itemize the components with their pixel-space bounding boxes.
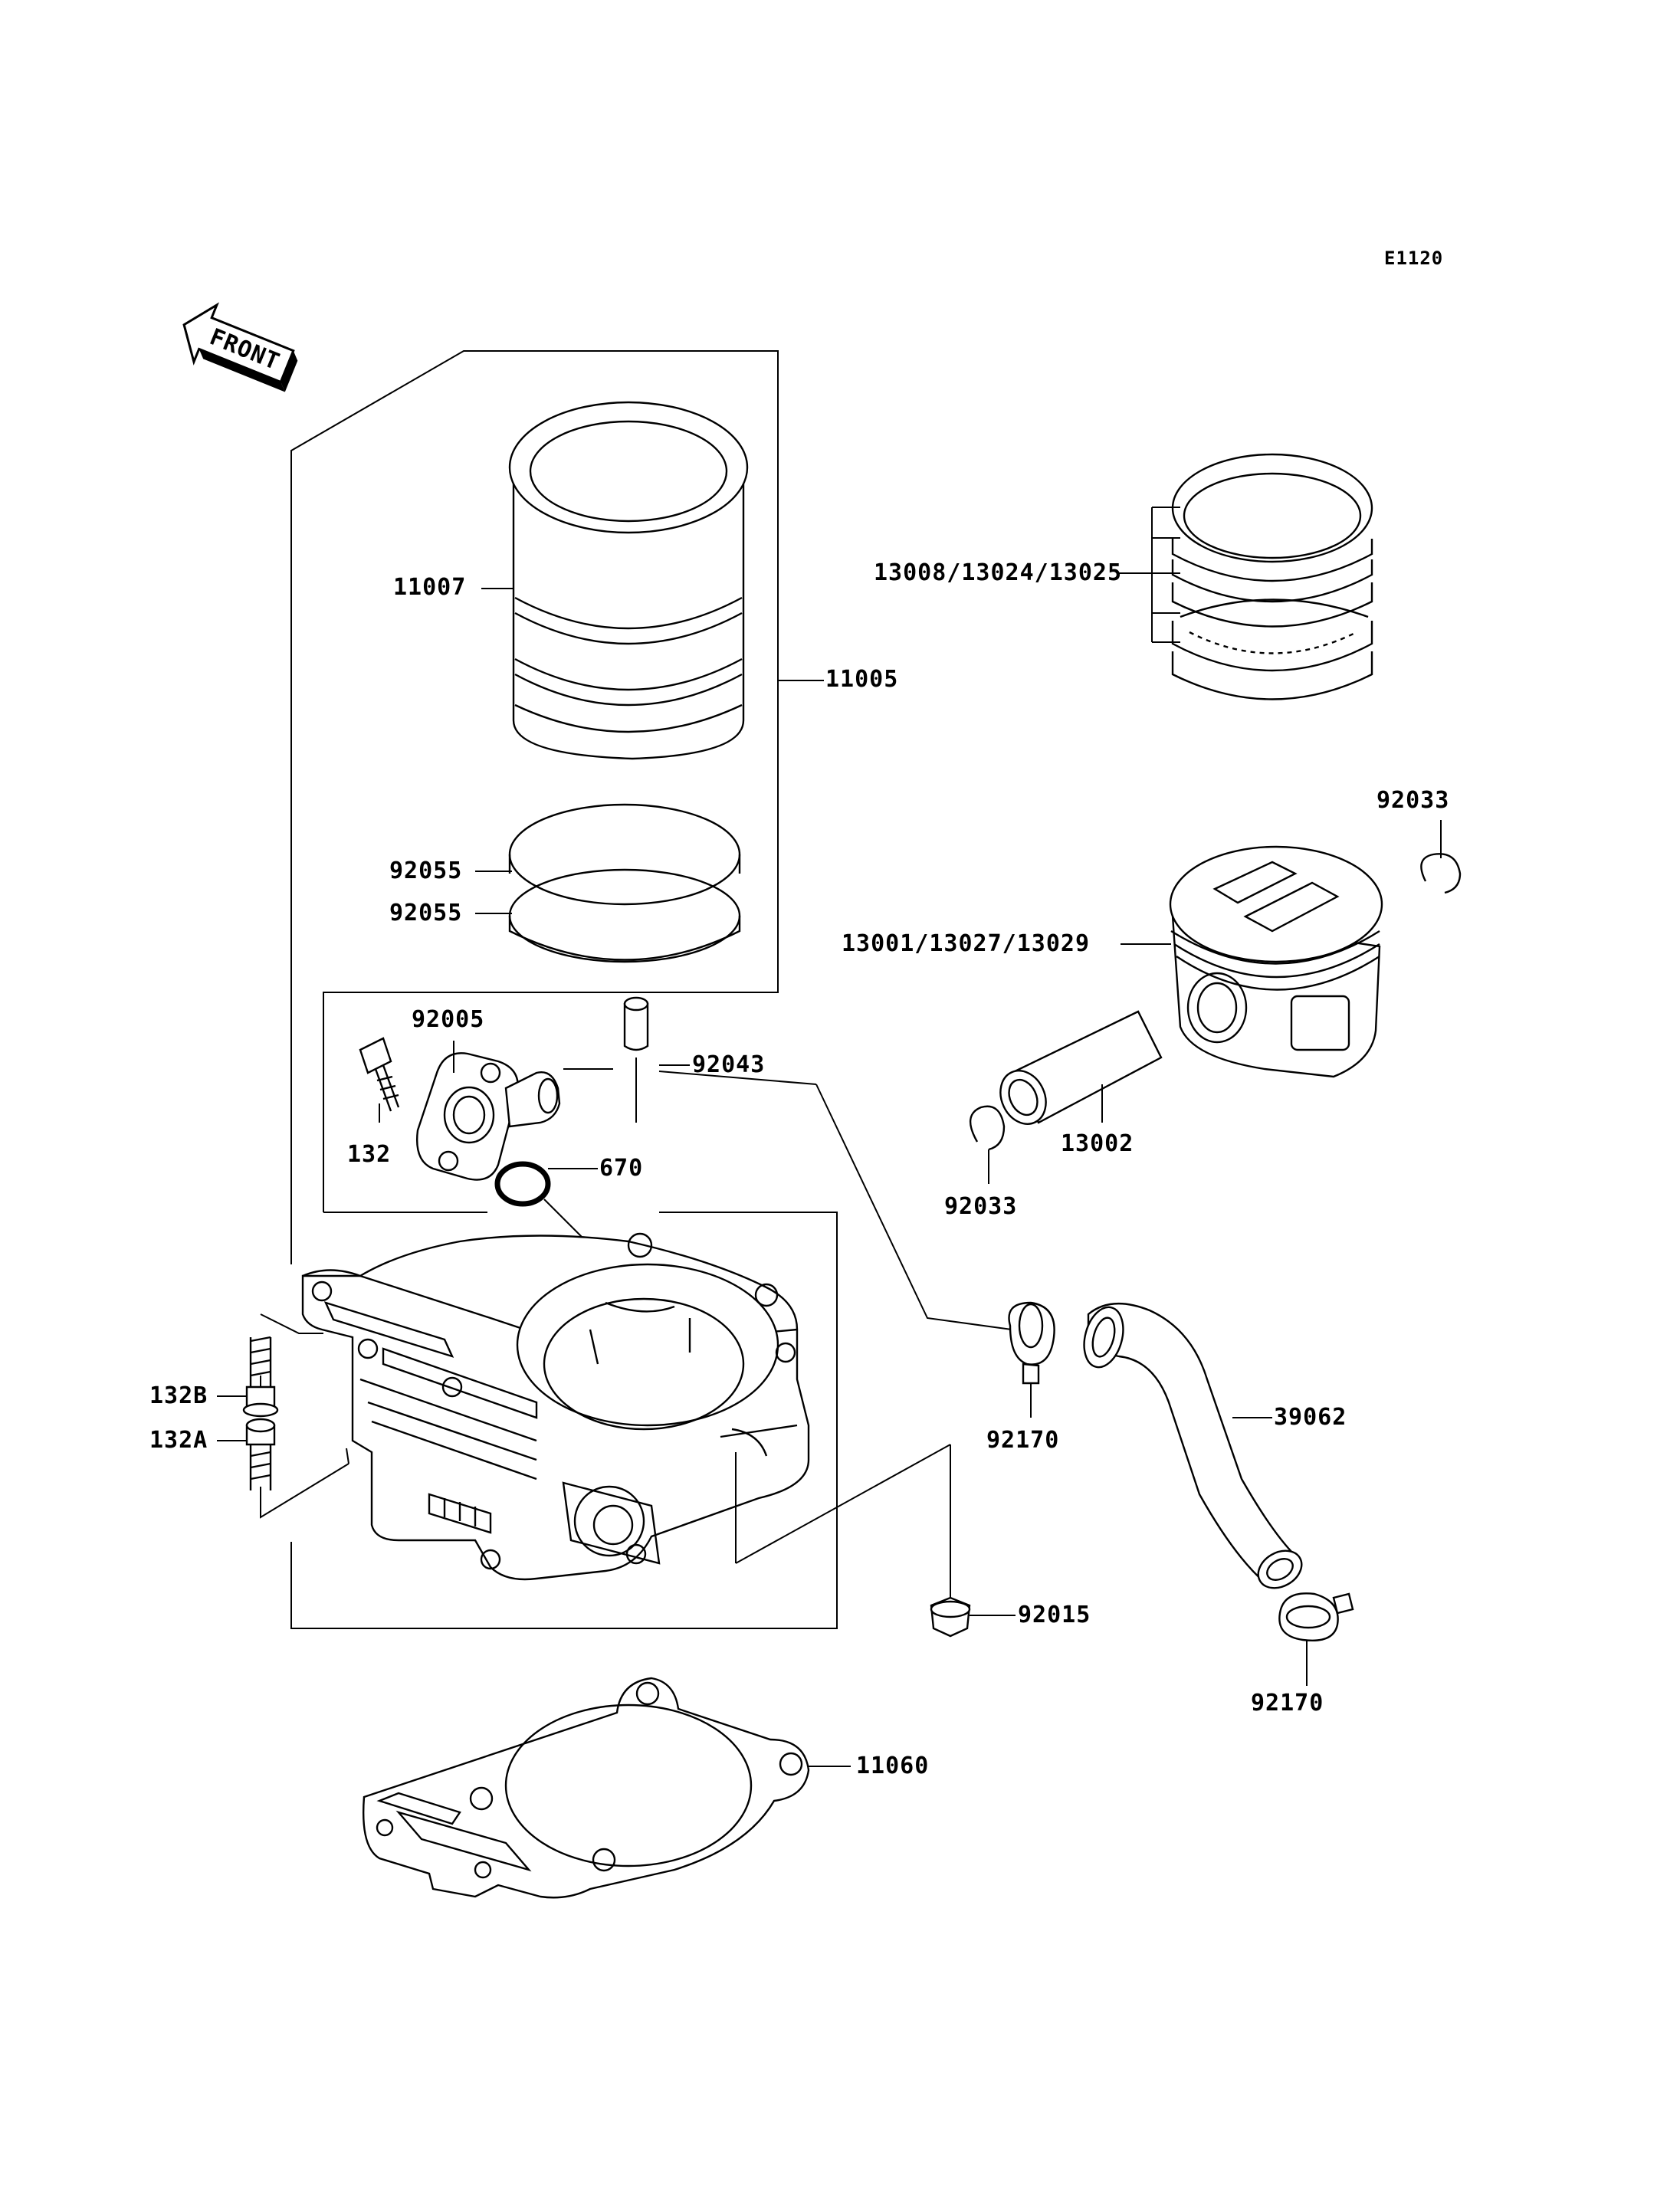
diagram-code: E1120 [1384, 248, 1443, 269]
label-13008-13024-13025: 13008/13024/13025 [874, 559, 1122, 586]
circlip-upper [1420, 853, 1462, 894]
label-11005: 11005 [825, 666, 898, 693]
label-132B: 132B [149, 1382, 208, 1409]
cylinder-block [301, 1232, 810, 1581]
o-ring-670 [494, 1161, 583, 1238]
circlip-lower [970, 1105, 1006, 1151]
label-39062: 39062 [1274, 1404, 1347, 1431]
bolt-132 [359, 1037, 400, 1112]
cylinder-liner [508, 401, 749, 760]
label-11007: 11007 [393, 574, 466, 601]
label-92055-upper: 92055 [389, 857, 462, 884]
water-fitting [416, 1052, 561, 1181]
label-132A: 132A [149, 1427, 208, 1454]
piston-ring-set [1171, 453, 1373, 700]
piston [1169, 845, 1383, 1078]
label-92033-upper: 92033 [1376, 787, 1449, 814]
nut-bracket [735, 1444, 951, 1598]
label-92005: 92005 [412, 1006, 484, 1033]
ring-leader-bracket [1117, 507, 1180, 643]
hose-clamp-upper [1008, 1301, 1055, 1418]
label-92170-lower: 92170 [1251, 1690, 1324, 1717]
fitting-group-frame [323, 992, 1012, 1330]
hose-clamp-lower [1278, 1592, 1354, 1686]
label-92043: 92043 [692, 1051, 765, 1078]
liner-o-rings [508, 803, 741, 963]
label-132: 132 [347, 1141, 391, 1168]
leader-lines [217, 588, 1442, 1767]
cylinder-head-gasket [363, 1677, 810, 1899]
label-92033-lower: 92033 [944, 1193, 1017, 1220]
label-92170-upper: 92170 [986, 1427, 1059, 1454]
label-670: 670 [599, 1155, 643, 1182]
bolt-bracket [260, 1313, 349, 1519]
label-13001-13027-13029: 13001/13027/13029 [842, 930, 1090, 957]
water-hose [1083, 1303, 1303, 1589]
bolt-132A [245, 1418, 276, 1490]
label-92015: 92015 [1018, 1602, 1091, 1628]
bolt-132B [242, 1336, 279, 1418]
label-13002: 13002 [1061, 1130, 1134, 1157]
piston-pin [999, 1010, 1163, 1125]
label-11060: 11060 [856, 1753, 929, 1779]
front-arrow-icon: FRONT [182, 302, 298, 392]
dowel-pin [623, 996, 649, 1123]
nut-92015 [930, 1596, 971, 1638]
label-92055-lower: 92055 [389, 900, 462, 926]
